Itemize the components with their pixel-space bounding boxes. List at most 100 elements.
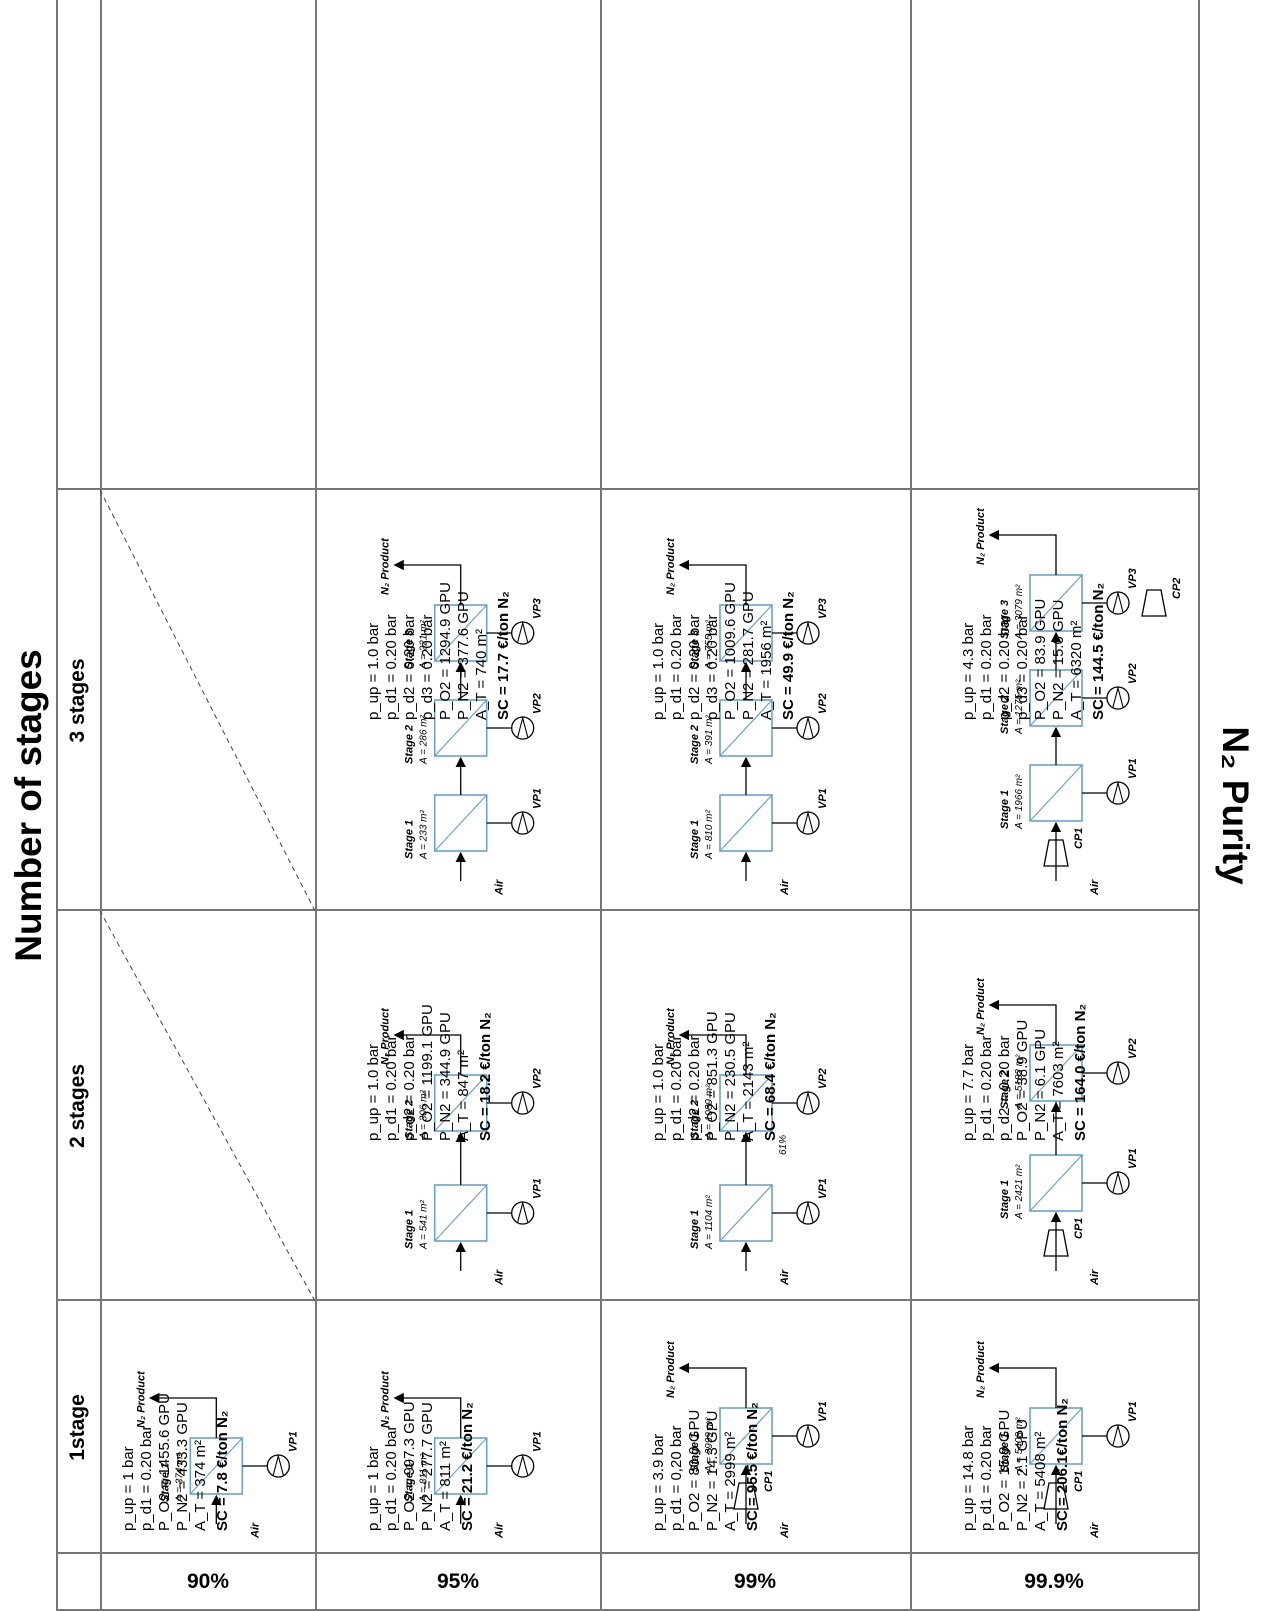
- product-label: N₂ Product: [380, 537, 392, 595]
- parameter-line: A_T = 740 m²: [472, 628, 490, 720]
- stage-area: A = 1966 m²: [1014, 774, 1025, 830]
- stage-label: Stage 1: [689, 1210, 701, 1249]
- parameter-line: p_d3 = 0.20 bar: [418, 614, 436, 720]
- vacuum-pump: [511, 1453, 535, 1478]
- stage-label: Stage 1: [159, 1463, 171, 1502]
- vacuum-pump: [1106, 685, 1130, 710]
- vacuum-pump: [796, 715, 820, 740]
- pump-label: VP1: [817, 1401, 829, 1422]
- membrane-module: [719, 794, 773, 852]
- air-label: Air: [779, 1269, 791, 1286]
- vacuum-pump: [1106, 1060, 1130, 1085]
- stage-area: A = 374 m²: [174, 1453, 185, 1503]
- stage-area: A = 1104 m²: [704, 1195, 715, 1250]
- vacuum-pump: [511, 620, 535, 645]
- specific-cost: SC = 144.5 €/ton N₂: [1090, 582, 1107, 720]
- product-label: N₂ Product: [380, 1370, 392, 1428]
- product-label: N₂ Product: [975, 977, 987, 1035]
- membrane-module: [433, 1184, 488, 1242]
- parameter-line: P_N2 = 6.1 GPU: [1032, 1028, 1049, 1141]
- specific-cost: SC = 49.9 €/ton N₂: [780, 591, 797, 720]
- air-label: Air: [494, 1269, 506, 1286]
- parameter-line: P_N2 = 377.6 GPU: [454, 591, 472, 720]
- stage-area: A = 1275 m²: [1014, 679, 1025, 735]
- stage-area: A = 2999 m²: [704, 1417, 715, 1473]
- pump-label: VP2: [817, 693, 829, 714]
- parameter-line: p_d1 = 0.20 bar: [978, 1425, 995, 1531]
- specific-cost: SC = 7.8 €/ton N₂: [214, 1410, 232, 1531]
- stage-area: A = 811 m²: [419, 1453, 430, 1503]
- product-line: [149, 1392, 217, 1438]
- parameter-line: P_N2 = 14.3 GPU: [704, 1410, 721, 1531]
- parameter-line: p_d2 = 0.20 bar: [686, 1035, 703, 1141]
- membrane-module: [1029, 1154, 1083, 1212]
- vacuum-pump: [1106, 1423, 1130, 1448]
- stage-label: Stage 3: [689, 630, 701, 669]
- stage-label: Stage 1: [999, 1180, 1011, 1219]
- stage-label: Stage 2: [999, 695, 1011, 734]
- parameter-line: p_d2 = 0.20 bar: [400, 614, 418, 720]
- product-line: [678, 1029, 747, 1075]
- empty-cell-diagonal: [100, 911, 315, 1301]
- vacuum-pump: [1106, 780, 1130, 805]
- vacuum-pump: [796, 810, 820, 835]
- parameter-line: P_N2 = 344.9 GPU: [436, 1012, 454, 1141]
- product-line: [678, 1362, 747, 1408]
- vacuum-pump: [511, 1200, 535, 1225]
- compressor-label: CP1: [1073, 1471, 1085, 1492]
- parameter-line: p_up = 1 bar: [364, 1446, 382, 1531]
- product-label: N₂ Product: [975, 507, 987, 565]
- stage-label: Stage 1: [689, 1433, 701, 1472]
- row-label-cell: 95%: [315, 1554, 600, 1611]
- stage-label: Stage 1: [404, 1210, 416, 1249]
- pump-label: VP1: [817, 788, 829, 809]
- parameter-line: p_d1 = 0.20 bar: [978, 1035, 995, 1141]
- stage-label: Stage 1: [999, 1433, 1011, 1472]
- parameter-line: P_O2 = 1009.6 GPU: [722, 581, 739, 720]
- specific-cost: SC = 95.5 €/ton N₂: [744, 1402, 761, 1531]
- stage-area: A = 5408 m²: [1014, 1417, 1025, 1473]
- product-label: N₂ Product: [665, 537, 677, 595]
- air-label: Air: [1089, 1522, 1101, 1539]
- parameter-line: A_T = 2143 m²: [740, 1041, 757, 1141]
- row-label: 99.9%: [1024, 1570, 1084, 1594]
- pump-label: VP1: [817, 1178, 829, 1199]
- pump-label: VP1: [287, 1431, 299, 1452]
- parameter-line: P_N2 = 2.1 GPU: [1014, 1418, 1031, 1531]
- stage-area: A = 810 m²: [704, 810, 715, 860]
- membrane-module: [433, 604, 488, 662]
- parameter-line: P_O2 = 80.0 GPU: [686, 1409, 703, 1531]
- row-label: 90%: [186, 1570, 229, 1594]
- split-label: 61%: [778, 1135, 789, 1155]
- air-label: Air: [494, 879, 506, 896]
- air-label: Air: [779, 1522, 791, 1539]
- pump-label: VP1: [1127, 758, 1139, 779]
- product-line: [988, 1362, 1057, 1408]
- row-label-cell: 99.9%: [910, 1554, 1198, 1611]
- vacuum-pump: [511, 810, 535, 835]
- parameter-line: p_up = 3.9 bar: [650, 1433, 667, 1531]
- stage-area: A = 3079 m²: [1014, 584, 1025, 640]
- membrane-module: [433, 794, 488, 852]
- air-label: Air: [1089, 879, 1101, 896]
- parameter-line: p_d1 = 0.20 bar: [668, 1035, 685, 1141]
- stage-area: A = 391 m²: [704, 715, 715, 765]
- parameter-line: P_O2 = 997.3 GPU: [400, 1401, 418, 1531]
- parameter-line: P_O2 = 1455.6 GPU: [156, 1392, 174, 1531]
- pump-label: VP2: [817, 1068, 829, 1089]
- pump-label: VP1: [1127, 1148, 1139, 1169]
- parameter-line: P_O2 = 83.9 GPU: [1032, 598, 1049, 720]
